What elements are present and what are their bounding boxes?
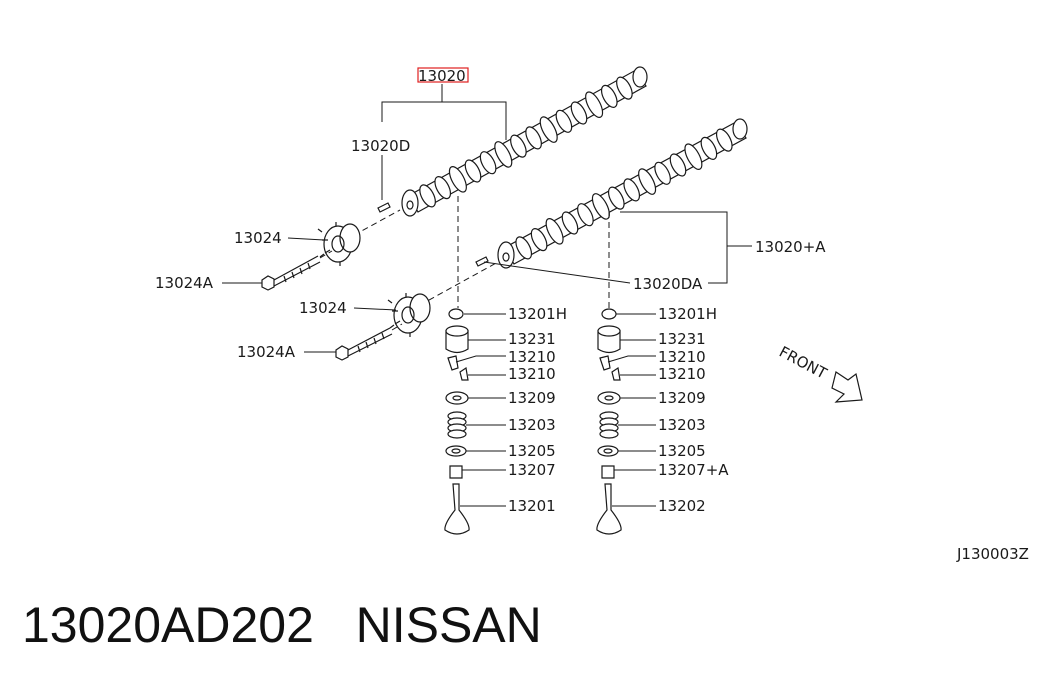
cam-lobe [616,76,633,100]
cam-lobe [545,218,564,245]
diagram-code: J130003Z [956,545,1029,563]
cam-lobe [570,101,588,125]
label-13203-left[interactable]: 13203 [508,416,556,434]
cam-lobe [510,134,527,158]
brand-name: NISSAN [355,597,542,653]
label-13231-left[interactable]: 13231 [508,330,556,348]
label-13201-left[interactable]: 13201 [508,497,556,515]
cam-lobe [669,153,687,177]
cam-lobe [448,166,467,193]
cam-lobe [654,161,671,185]
label-13024-lower[interactable]: 13024 [299,299,347,317]
label-13203-right[interactable]: 13203 [658,416,706,434]
label-13202-right[interactable]: 13202 [658,497,706,515]
lower-camshaft [475,118,748,269]
lower-bolt [335,323,403,361]
label-13205-left[interactable]: 13205 [508,442,556,460]
cam-lobe [600,84,618,108]
lower-sprocket [387,261,499,337]
right-valve-stack [596,308,622,535]
highlight-box [417,67,469,83]
cam-lobe [715,128,733,152]
label-13205-right[interactable]: 13205 [658,442,706,460]
label-13020-a[interactable]: 13020+A [755,238,826,256]
upper-sprocket [317,209,401,266]
front-label: FRONT [776,343,830,383]
label-13210-left-2[interactable]: 13210 [508,365,556,383]
upper-camshaft [377,66,648,217]
label-13024a-lower[interactable]: 13024A [237,343,296,361]
part-caption: 13020AD202 NISSAN [22,596,542,654]
lower-camshaft-lobes [515,128,733,260]
cam-lobe [700,136,718,160]
label-13210-right-2[interactable]: 13210 [658,365,706,383]
cam-lobe [464,159,482,183]
label-13207-left[interactable]: 13207 [508,461,556,479]
part-number: 13020AD202 [22,597,314,653]
cam-lobe [585,91,604,118]
left-valve-stack [444,308,470,535]
label-13210-right-1[interactable]: 13210 [658,348,706,366]
cam-lobe [623,178,641,202]
label-13207a-right[interactable]: 13207+A [658,461,729,479]
label-13024a-upper[interactable]: 13024A [155,274,214,292]
label-13020da[interactable]: 13020DA [633,275,703,293]
camshaft-bracket [381,84,507,200]
label-13201h-right[interactable]: 13201H [658,305,717,323]
label-13209-left[interactable]: 13209 [508,389,556,407]
cam-lobe [555,109,573,133]
cam-lobe [479,151,497,175]
cam-lobe [494,141,513,168]
cam-lobe [419,184,436,208]
upper-bolt [261,250,333,291]
cam-lobe [607,186,625,210]
cam-lobe [591,193,610,220]
label-13231-right[interactable]: 13231 [658,330,706,348]
label-13024-upper[interactable]: 13024 [234,229,282,247]
upper-camshaft-lobes [419,76,633,208]
cam-lobe [530,228,548,252]
cam-lobe [515,236,533,260]
label-13209-right[interactable]: 13209 [658,389,706,407]
cam-lobe [684,143,703,170]
front-arrow: FRONT [776,343,863,403]
label-13020[interactable]: 13020 [418,67,466,85]
camshaft-a-bracket [483,211,752,284]
cam-lobe [638,168,657,195]
cam-lobe [539,116,558,143]
cam-lobe [434,176,452,200]
label-13201h-left[interactable]: 13201H [508,305,567,323]
cam-lobe [525,126,542,150]
cam-lobe [561,211,579,235]
label-13210-left-1[interactable]: 13210 [508,348,556,366]
cam-lobe [577,203,594,227]
leader-lines [222,237,656,507]
label-13020d[interactable]: 13020D [351,137,410,155]
